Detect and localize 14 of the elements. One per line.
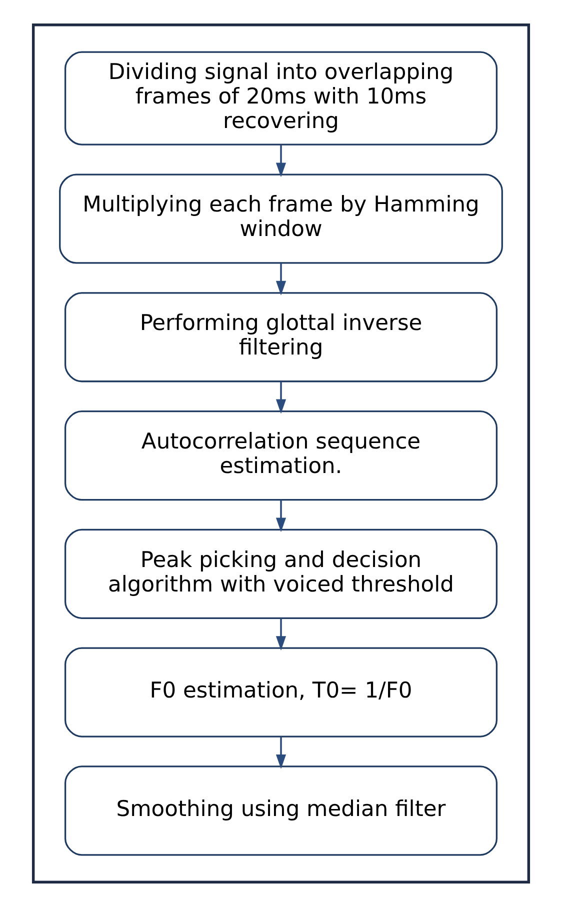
node-box: Autocorrelation sequence estimation. xyxy=(64,410,498,501)
arrow xyxy=(276,736,286,769)
arrow xyxy=(276,382,286,414)
node-box: Dividing signal into overlapping frames of 20ms with 10ms recovering xyxy=(64,51,498,146)
node-box: Smoothing using median filter xyxy=(64,766,498,856)
node-box: Performing glottal inverse filtering xyxy=(64,292,498,382)
cluster xyxy=(32,23,530,884)
arrow xyxy=(276,618,286,651)
node-box: F0 estimation, T0= 1/F0 xyxy=(64,647,498,738)
arrow xyxy=(276,500,286,532)
node-box: Peak picking and decision algorithm with voiced threshold xyxy=(64,528,498,619)
arrow xyxy=(276,144,286,178)
node-box: Multiplying each frame by Hamming window xyxy=(59,174,503,264)
arrow xyxy=(276,263,286,296)
